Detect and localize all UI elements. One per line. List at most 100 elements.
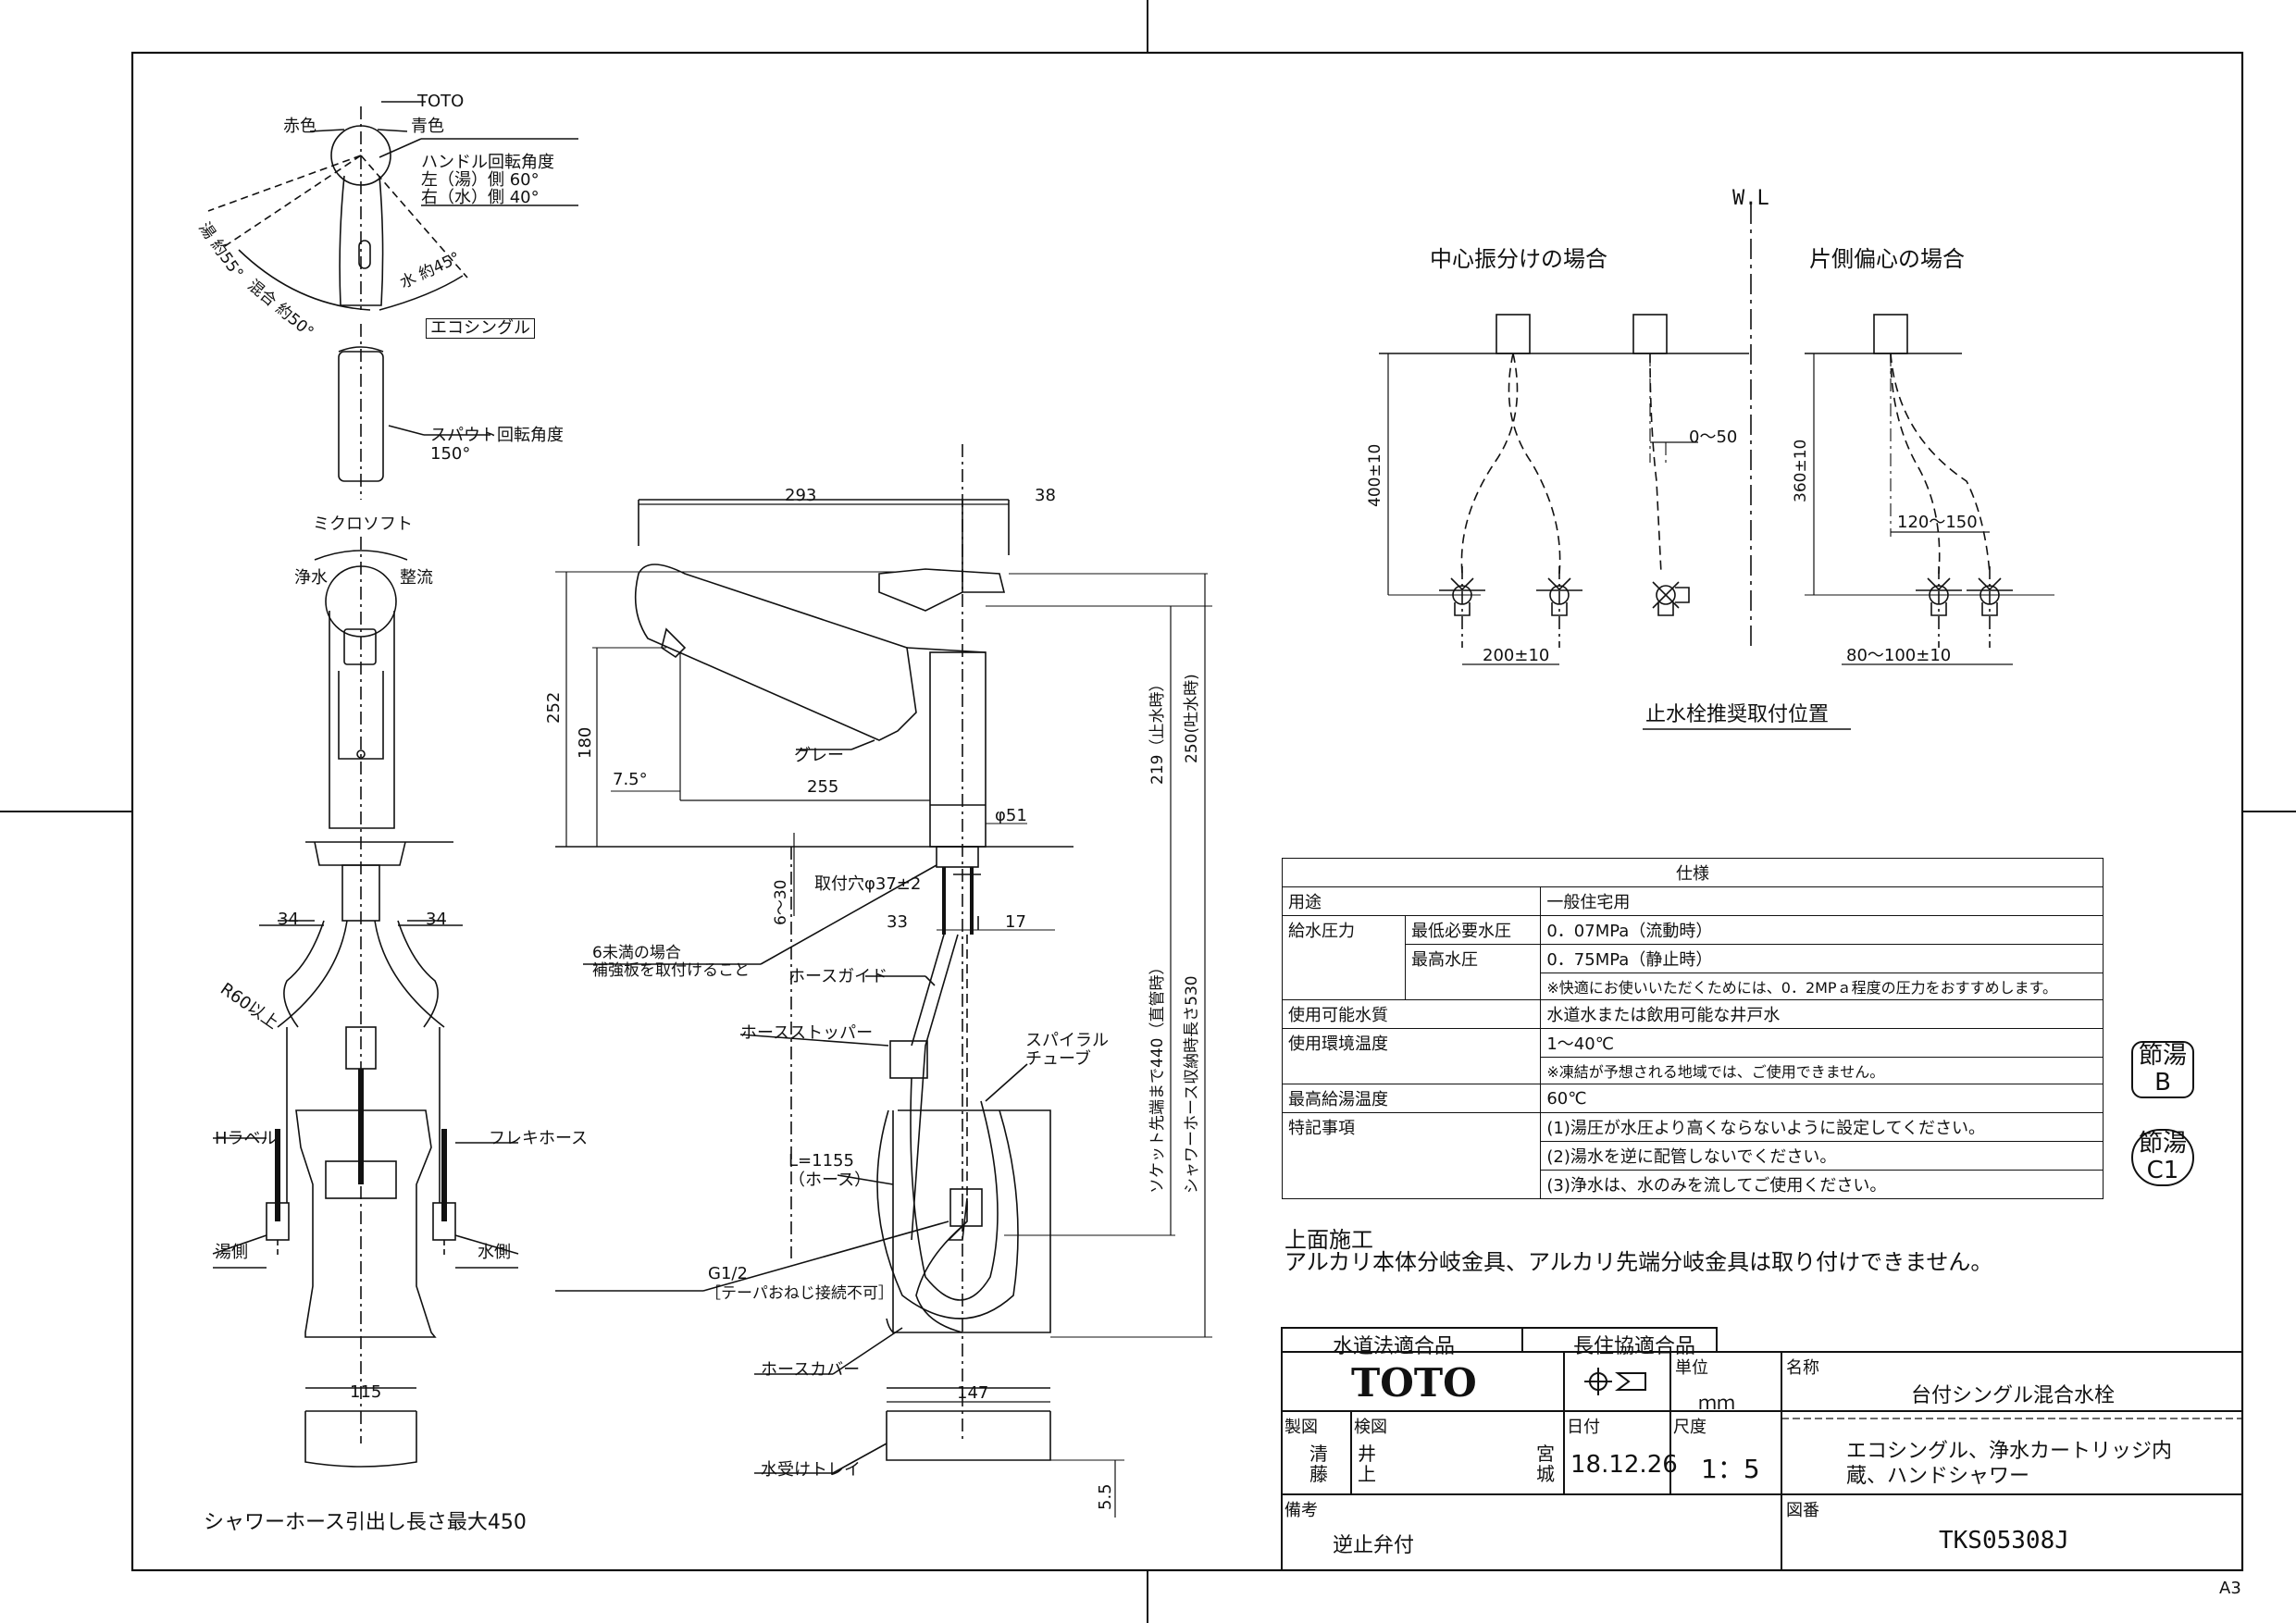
reinforce-line-1: 6未満の場合 [592, 944, 681, 962]
dim-400: 400±10 [1366, 443, 1384, 507]
micro-soft-label: ミクロソフト [313, 514, 413, 534]
max-pressure-label: 最高水圧 [1404, 944, 1542, 1000]
dim-120-150: 120～150 [1897, 513, 1978, 532]
eco-single-label: エコシングル [426, 318, 535, 339]
note-1: (1)湯圧が水圧より高くならないように設定してください。 [1540, 1112, 2104, 1142]
pressure-label: 給水圧力 [1282, 915, 1406, 1000]
date-value: 18.12.26 [1570, 1451, 1678, 1479]
h-label: Hラベル [215, 1129, 278, 1148]
spec-table: 仕様 用途一般住宅用 給水圧力 最低必要水圧 0．07MPa（流動時） 最高水圧… [1281, 858, 2104, 1199]
checked-value-2: 宮城 [1536, 1443, 1555, 1485]
dim-33: 33 [887, 912, 908, 932]
dim-115: 115 [350, 1382, 382, 1402]
unit-value: ｍｍ [1698, 1392, 1735, 1414]
handle-rotation-title: ハンドル回転角度 [421, 153, 554, 172]
socket-440: ソケット先端まで440（直管時） [1148, 959, 1167, 1194]
desc-line-1: エコシングル、浄水カートリッジ内 [1846, 1440, 2173, 1463]
water-saving-mark-b: 節湯 B [2131, 1041, 2194, 1098]
scale-label: 尺度 [1673, 1418, 1706, 1437]
water-tray-label: 水受けトレイ [761, 1460, 861, 1480]
hot-temp-value: 60℃ [1540, 1084, 2104, 1113]
drawn-value: 清藤 [1309, 1443, 1328, 1485]
gray-label: グレー [794, 746, 844, 765]
notes-label: 特記事項 [1281, 1112, 1542, 1199]
shower-pull-note: シャワーホース引出し長さ最大450 [204, 1511, 527, 1534]
quality-label: 使用可能水質 [1281, 999, 1542, 1029]
handle-rotation-left: 左（湯）側 60° [421, 170, 540, 190]
dim-38: 38 [1035, 486, 1056, 505]
min-pressure-label: 最低必要水圧 [1404, 915, 1542, 945]
name-value: 台付シングル混合水栓 [1911, 1384, 2116, 1407]
note-2: (2)湯水を逆に配管しないでください。 [1540, 1141, 2104, 1171]
center-case-title: 中心振分けの場合 [1430, 246, 1607, 272]
front-view-outline [212, 537, 519, 1468]
date-label: 日付 [1567, 1418, 1600, 1437]
rectified-label: 整流 [400, 568, 433, 588]
angle-7-5: 7.5° [613, 770, 648, 789]
remarks-value: 逆止弁付 [1333, 1534, 1415, 1557]
dim-17: 17 [1005, 912, 1026, 932]
dim-252: 252 [544, 691, 564, 724]
desc-line-2: 蔵、ハンドシャワー [1846, 1465, 2030, 1488]
spec-title: 仕様 [1282, 858, 2104, 887]
g12-label: G1/2 [708, 1264, 748, 1283]
drawn-label: 製図 [1285, 1418, 1318, 1437]
hose-note: （ホース） [788, 1171, 872, 1190]
spiral-label-1: スパイラル [1025, 1031, 1109, 1050]
hot-side-label: 湯側 [215, 1243, 248, 1262]
valve-position-lines [1379, 204, 2054, 730]
reinforce-line-2: 補強板を取付けること [592, 961, 750, 980]
dim-0-50: 0～50 [1689, 427, 1738, 447]
top-view-outline [207, 101, 578, 500]
title-block-lines [1281, 1327, 2242, 1570]
quality-value: 水道水または飲用可能な井戸水 [1540, 999, 2104, 1029]
water-side-label: 水側 [478, 1243, 511, 1262]
spout-rotation-title: スパウト回転角度 [430, 426, 564, 445]
spout-rotation-value: 150° [430, 444, 471, 464]
dim-293: 293 [785, 486, 817, 505]
purified-label: 浄水 [294, 568, 328, 588]
toto-logo: TOTO [1351, 1360, 1477, 1406]
checked-value: 井上 [1358, 1443, 1376, 1485]
taper-note: ［テーパおねじ接続不可］ [705, 1284, 894, 1303]
dim-200: 200±10 [1483, 646, 1550, 665]
stop-valve-icons [1439, 577, 2013, 616]
storage-530: シャワーホース収納時長さ530 [1183, 975, 1201, 1194]
spiral-label-2: チューブ [1025, 1049, 1091, 1069]
dim-6-30: 6～30 [772, 879, 790, 925]
dim-250: 250(吐水時) [1183, 674, 1201, 763]
sheet-frame [130, 51, 2244, 1572]
dim-147: 147 [957, 1383, 989, 1403]
unit-label: 単位 [1675, 1358, 1708, 1378]
max-pressure-value: 0．75MPa（静止時） [1540, 944, 2104, 973]
env-note: ※凍結が予想される地域では、ご使用できません。 [1540, 1057, 2104, 1084]
dim-360: 360±10 [1792, 439, 1810, 502]
remarks-label: 備考 [1285, 1501, 1318, 1520]
valve-caption: 止水栓推奨取付位置 [1645, 703, 1830, 726]
red-label: 赤色 [283, 117, 316, 136]
handle-rotation-right: 右（水）側 40° [421, 188, 540, 207]
checked-label: 検図 [1354, 1418, 1387, 1437]
drawing-number: TKS05308J [1939, 1527, 2069, 1555]
sheet-size-label: A3 [2219, 1579, 2241, 1598]
pressure-note: ※快適にお使いいただくためには、0．2MPａ程度の圧力をおすすめします。 [1540, 973, 2104, 1000]
number-label: 図番 [1786, 1501, 1819, 1520]
scale-value: 1：5 [1701, 1454, 1760, 1484]
dim-right-34: 34 [426, 910, 447, 929]
dim-255: 255 [807, 777, 839, 797]
dim-left-34: 34 [278, 910, 299, 929]
one-side-case-title: 片側偏心の場合 [1809, 246, 1965, 272]
water-law-label: 水道法適合品 [1333, 1335, 1456, 1358]
top-brand-mark: TOTO [417, 92, 465, 111]
env-value: 1～40℃ [1540, 1028, 2104, 1058]
wl-label: W.L [1732, 187, 1769, 210]
hose-cover-label: ホースカバー [761, 1360, 861, 1380]
use-label: 用途 [1281, 886, 1542, 916]
hose-length: L=1155 [788, 1151, 854, 1171]
note-3: (3)浄水は、水のみを流してご使用ください。 [1540, 1170, 2104, 1199]
nozzle-symbol-icon [1584, 1368, 1646, 1395]
hot-temp-label: 最高給湯温度 [1281, 1084, 1542, 1113]
env-label: 使用環境温度 [1281, 1028, 1542, 1084]
min-pressure-value: 0．07MPa（流動時） [1540, 915, 2104, 945]
